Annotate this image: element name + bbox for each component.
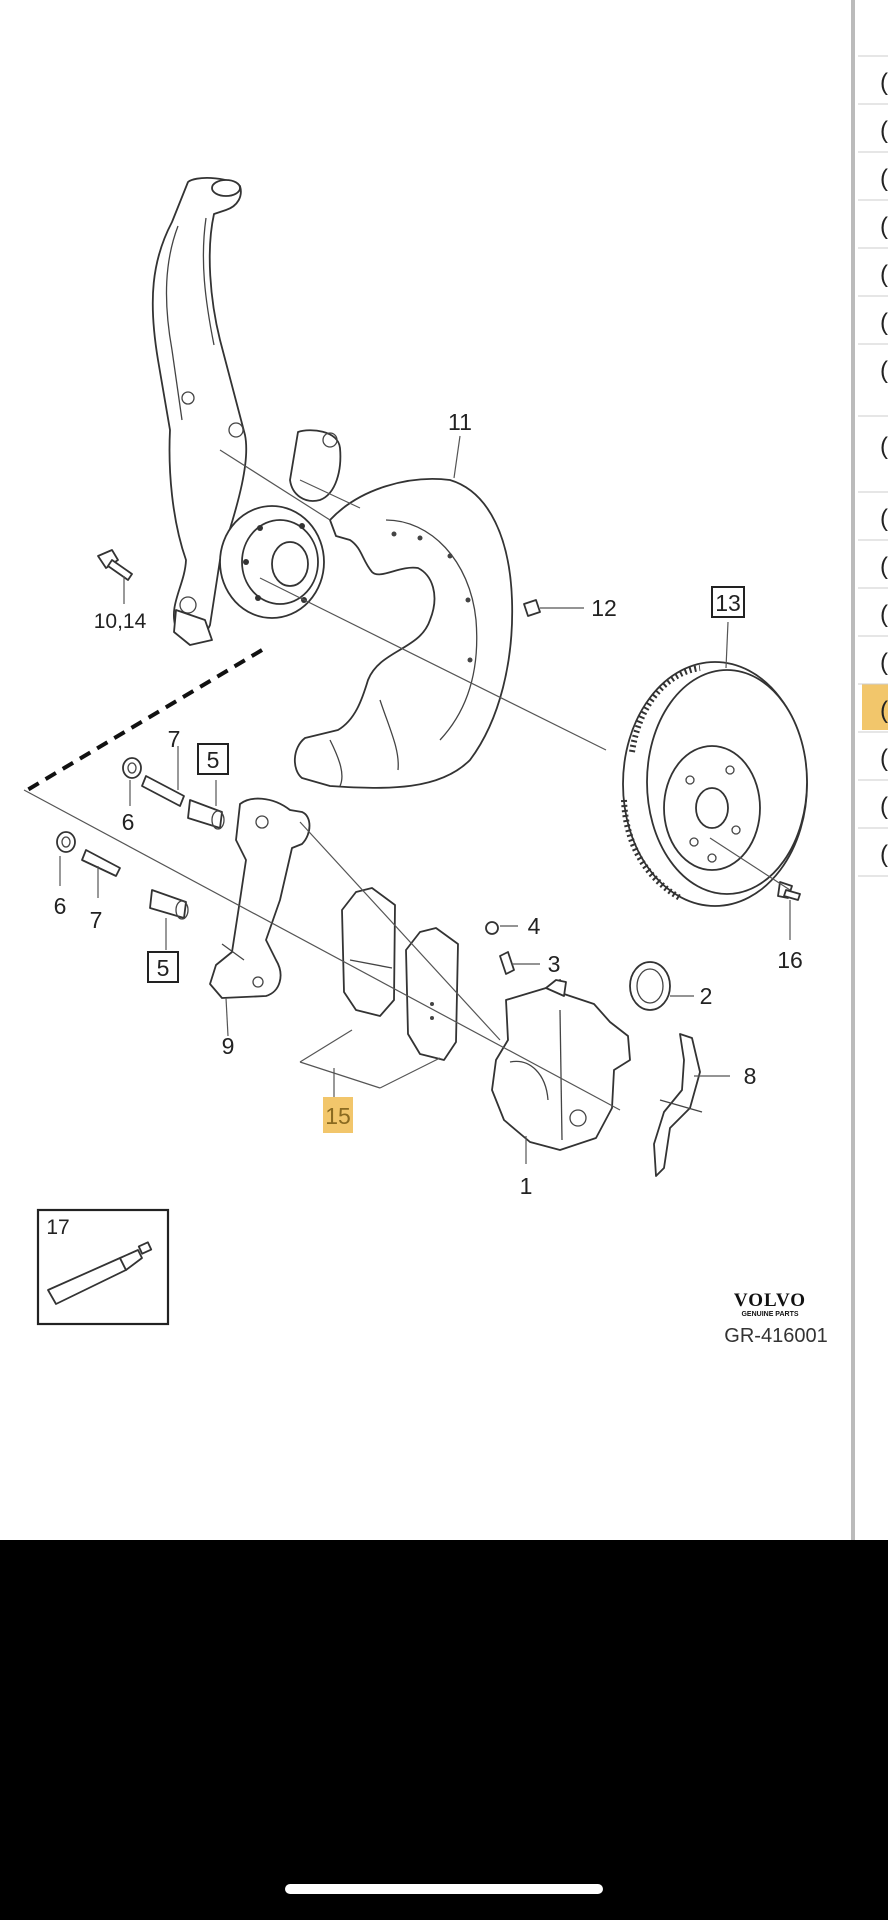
brake-assembly-diagram: 11 12 13 10,14 7 5 6 6 7 5 9 15 4 3 2 8 … bbox=[22, 177, 828, 1347]
callout-6-upper[interactable]: 6 bbox=[122, 809, 135, 835]
bleeder-cap[interactable] bbox=[485, 921, 499, 935]
list-item[interactable]: ( bbox=[880, 841, 888, 868]
list-item[interactable]: ( bbox=[880, 69, 888, 96]
callout-2[interactable]: 2 bbox=[700, 983, 713, 1009]
list-item[interactable]: ( bbox=[880, 553, 888, 580]
bushing-lower[interactable] bbox=[149, 889, 189, 920]
list-item[interactable]: ( bbox=[880, 745, 888, 772]
callout-11[interactable]: 11 bbox=[448, 409, 472, 435]
bottom-bar bbox=[0, 1540, 888, 1920]
callout-9[interactable]: 9 bbox=[222, 1033, 235, 1059]
caliper-bracket[interactable] bbox=[209, 797, 311, 999]
callout-8[interactable]: 8 bbox=[744, 1063, 757, 1089]
list-item[interactable]: ( bbox=[880, 601, 888, 628]
callout-4[interactable]: 4 bbox=[528, 913, 541, 939]
guide-pin-lower[interactable] bbox=[81, 849, 121, 877]
callout-6-lower[interactable]: 6 bbox=[54, 893, 67, 919]
grease-tube[interactable] bbox=[36, 1208, 170, 1326]
knuckle-bolt[interactable] bbox=[97, 549, 133, 581]
shield-screw[interactable] bbox=[523, 599, 541, 617]
callout-12[interactable]: 12 bbox=[591, 595, 617, 621]
list-item[interactable]: ( bbox=[880, 357, 888, 384]
bolt-upper[interactable] bbox=[122, 757, 142, 779]
dashed-reference-line bbox=[22, 648, 264, 794]
figure-code: GR-416001 bbox=[724, 1325, 827, 1347]
list-item[interactable]: ( bbox=[880, 433, 888, 460]
callout-5-upper[interactable]: 5 bbox=[207, 747, 220, 773]
callout-7-upper[interactable]: 7 bbox=[168, 726, 181, 752]
brake-pad-inner[interactable] bbox=[341, 887, 396, 1017]
callout-box-5-lower bbox=[147, 951, 179, 983]
retaining-spring[interactable] bbox=[653, 1033, 703, 1177]
brake-pad-outer[interactable] bbox=[405, 927, 459, 1061]
callout-3[interactable]: 3 bbox=[548, 951, 561, 977]
callout-13[interactable]: 13 bbox=[715, 590, 741, 616]
list-item[interactable]: ( bbox=[880, 261, 888, 288]
list-item[interactable]: ( bbox=[880, 793, 888, 820]
home-indicator[interactable] bbox=[285, 1884, 603, 1894]
parts-list-panel: ( ( ( ( ( ( ( ( ( ( ( ( ( ( ( ( bbox=[850, 0, 888, 1540]
callout-16[interactable]: 16 bbox=[777, 947, 803, 973]
list-item[interactable]: ( bbox=[880, 213, 888, 240]
disc-screw[interactable] bbox=[777, 881, 801, 901]
brake-caliper[interactable] bbox=[491, 979, 631, 1151]
callout-5-lower[interactable]: 5 bbox=[157, 955, 170, 981]
piston-seal[interactable] bbox=[629, 961, 671, 1011]
callout-box-5-upper bbox=[197, 743, 229, 775]
list-item[interactable]: ( bbox=[880, 309, 888, 336]
callout-box-13 bbox=[711, 586, 745, 618]
brand-logo: VOLVO bbox=[734, 1290, 806, 1311]
callout-1[interactable]: 1 bbox=[520, 1173, 533, 1199]
parts-list-highlight bbox=[862, 684, 888, 730]
list-item[interactable]: ( bbox=[880, 117, 888, 144]
callout-7-lower[interactable]: 7 bbox=[90, 907, 103, 933]
list-item[interactable]: ( bbox=[880, 165, 888, 192]
bleeder-nipple[interactable] bbox=[499, 951, 515, 975]
callout-15[interactable]: 15 bbox=[325, 1103, 351, 1129]
guide-pin-upper[interactable] bbox=[141, 775, 185, 807]
bolt-lower[interactable] bbox=[56, 831, 76, 853]
bushing-upper[interactable] bbox=[187, 799, 225, 830]
callout-15-highlight bbox=[323, 1097, 353, 1133]
callout-17[interactable]: 17 bbox=[46, 1216, 69, 1239]
callout-10-14[interactable]: 10,14 bbox=[94, 610, 147, 633]
splash-shield[interactable] bbox=[293, 478, 514, 789]
leader-lines bbox=[23, 435, 791, 1164]
list-item[interactable]: ( bbox=[880, 697, 888, 724]
brake-disc[interactable] bbox=[621, 661, 808, 907]
list-item[interactable]: ( bbox=[880, 649, 888, 676]
brand-subtitle: GENUINE PARTS bbox=[741, 1311, 798, 1318]
list-item[interactable]: ( bbox=[880, 505, 888, 532]
steering-knuckle[interactable] bbox=[151, 177, 342, 646]
